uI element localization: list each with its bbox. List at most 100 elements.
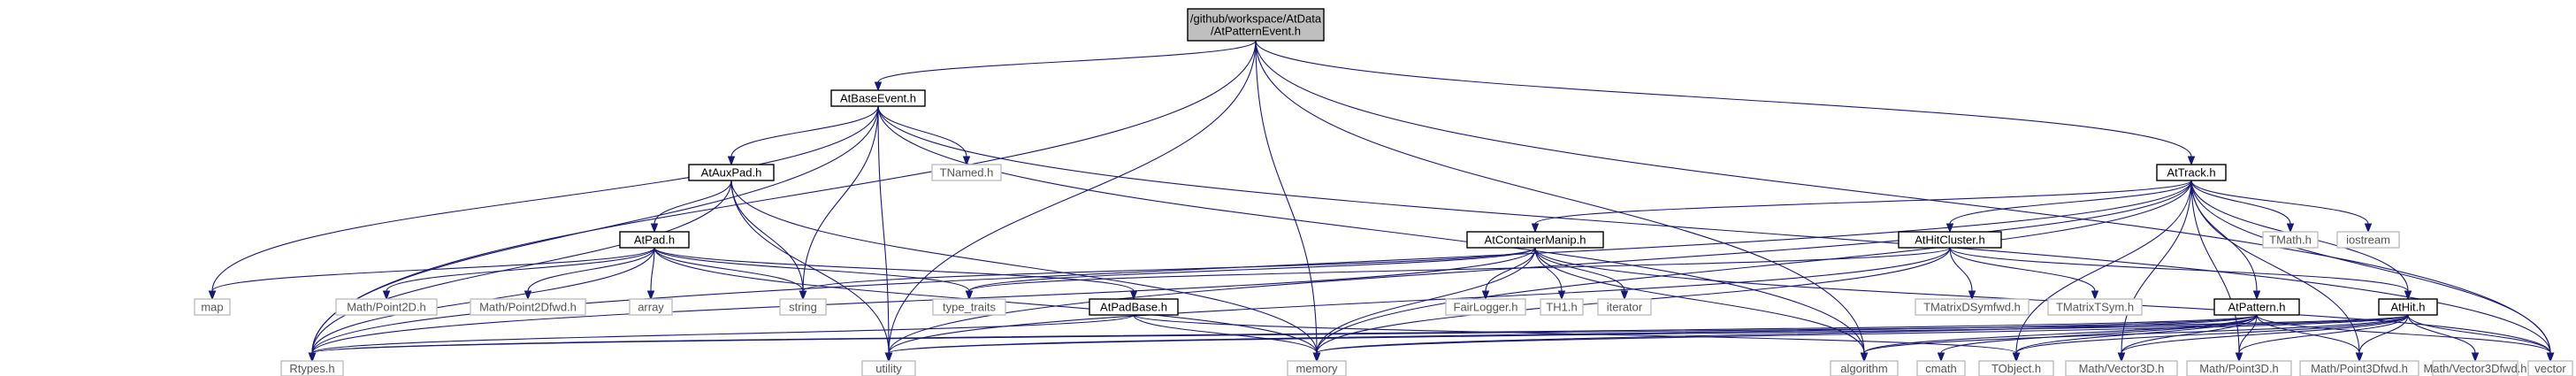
edge-line [650,247,655,292]
node-box [1287,360,1347,376]
node-label: string [789,301,817,314]
node-iostream: iostream [2336,231,2400,249]
edge-line [2238,314,2258,354]
edge-hit-to-vector3d [2117,314,2409,363]
edge-hit-to-algorithm [1860,314,2409,363]
node-baseevent[interactable]: AtBaseEvent.h [830,89,926,107]
edge-containermanip-to-fairlogger [1481,247,1536,301]
edge-containermanip-to-string [799,247,1536,301]
node-box [2065,360,2178,376]
node-box [1540,298,1584,316]
node-rtypes: Rtypes.h [280,360,344,376]
node-box [629,298,673,316]
edge-baseevent-to-rtypes [308,105,879,363]
node-label: utility [875,362,902,375]
edge-arrowhead [874,81,883,92]
edge-hit-to-rtypes [308,314,2409,363]
edge-line [1255,40,1865,354]
edge-root-to-baseevent [874,40,1257,92]
node-track[interactable]: AtTrack.h [2156,164,2227,181]
edge-padbase-to-rtypes [308,314,1135,363]
edge-pad-to-padbase [654,247,1138,301]
node-pattern[interactable]: AtPattern.h [2213,298,2300,316]
node-label: Rtypes.h [289,362,334,375]
node-box [688,164,775,181]
node-label: AtPad.h [634,234,675,247]
node-hitcluster[interactable]: AtHitCluster.h [1898,231,2002,249]
edge-line [2121,314,2258,354]
node-tmath: TMath.h [2262,231,2319,249]
edge-pad-to-typetraits [654,247,974,301]
edge-auxpad-to-rtypes [308,180,732,363]
node-label: FairLogger.h [1454,301,1518,314]
edge-line [1255,40,2551,354]
node-label: memory [1296,362,1338,375]
edge-hitcluster-to-hit [1949,247,2412,301]
node-label: Math/Vector3D.h [2079,362,2165,375]
node-hit[interactable]: AtHit.h [2378,298,2438,316]
node-fairlogger: FairLogger.h [1445,298,1526,316]
node-root[interactable]: /github/workspace/AtData/AtPatternEvent.… [1187,8,1325,42]
node-typetraits: type_traits [932,298,1006,316]
node-label: Math/Point2D.h [347,301,426,314]
node-label: Math/Point3Dfwd.h [2311,362,2408,375]
node-tmatrixtsym: TMatrixTSym.h [2047,298,2143,316]
node-label: Math/Point3D.h [2199,362,2279,375]
node-label: TNamed.h [940,166,994,180]
edge-line [1940,314,2258,354]
edge-pattern-to-algorithm [1860,314,2258,363]
edge-arrowhead [2117,352,2126,363]
node-th1: TH1.h [1540,298,1584,316]
edge-line [1316,314,2258,354]
edge-line [527,247,655,292]
node-box [1089,298,1179,316]
node-padbase[interactable]: AtPadBase.h [1089,298,1179,316]
edge-arrowhead [2471,352,2480,363]
node-box [1445,298,1526,316]
edge-line [877,40,1257,83]
edge-line [730,180,890,354]
edge-line [311,247,1536,354]
edge-line [1316,180,2192,354]
edge-track-to-iostream [2190,180,2373,234]
edge-line [730,180,1318,354]
edge-pad-to-map [208,247,655,301]
edge-hitcluster-to-tmatrixtsym [1949,247,2099,301]
edge-arrowhead [962,156,971,166]
edge-containermanip-to-iterator [1534,247,1629,301]
edge-arrowhead [2012,352,2021,363]
node-label: AtHitCluster.h [1915,234,1984,247]
edge-line [730,180,804,292]
node-pad[interactable]: AtPad.h [619,231,690,249]
node-box [2432,360,2519,376]
edge-auxpad-to-string [730,180,807,301]
edge-line [802,105,879,292]
node-auxpad[interactable]: AtAuxPad.h [688,164,775,181]
edge-arrowhead [1531,223,1540,234]
node-containermanip[interactable]: AtContainerManip.h [1466,231,1604,249]
node-label: TMatrixTSym.h [2056,301,2134,314]
edge-line [888,40,1257,354]
node-box [1466,231,1604,249]
edge-line [888,180,2192,354]
edge-arrowhead [1312,352,1321,363]
node-label: cmath [1925,362,1956,375]
node-box [2186,360,2292,376]
edge-line [1255,40,2192,157]
node-label: /AtPatternEvent.h [1211,25,1301,38]
node-string: string [779,298,827,316]
node-label: TMath.h [2269,234,2312,247]
edge-line [877,105,1865,354]
edge-line [1534,247,1625,292]
edge-hit-to-tobject [2012,314,2409,363]
edge-arrowhead [382,290,391,301]
node-cmath: cmath [1916,360,1966,376]
node-box [779,298,827,316]
edge-hit-to-vector3dfwd [2407,314,2480,363]
edge-line [1863,314,2409,354]
edge-arrowhead [1481,290,1490,301]
node-vector: vector [2527,360,2573,376]
edge-line [211,247,655,292]
edge-hitcluster-to-typetraits [965,247,1951,301]
